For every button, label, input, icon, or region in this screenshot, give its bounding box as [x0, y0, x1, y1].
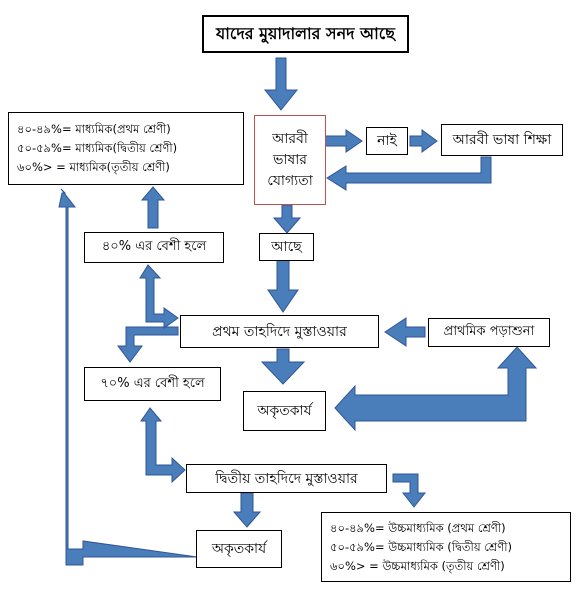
above-40-text: ৪০% এর বেশী হলে	[101, 239, 207, 254]
second-tahdid-box: দ্বিতীয় তাহদিদে মুস্তাওয়ার	[186, 464, 387, 493]
arrow-second-to-grades	[392, 473, 427, 508]
arrow-ability-to-no	[324, 129, 363, 153]
above-40-box: ৪০% এর বেশী হলে	[84, 232, 224, 263]
arrow-above40-to-grades	[140, 186, 166, 229]
arrow-yes-to-first	[267, 257, 299, 313]
higher-secondary-grade-1: ৪০-৪৯%= উচ্চমাধ্যমিক (প্রথম শ্রেণী)	[330, 520, 506, 535]
yes-text: আছে	[271, 239, 302, 255]
above-70-text: ৭০% এর বেশী হলে	[100, 375, 205, 391]
title-text: যাদের মুয়াদালার সনদ আছে	[216, 23, 395, 43]
arabic-ability-line-1: আরবী	[272, 130, 308, 147]
failed-text-2: অকৃতকার্য	[211, 541, 267, 557]
arrow-first-to-failed	[260, 348, 306, 385]
arrow-no-to-learning	[409, 129, 438, 153]
secondary-grade-2: ৫০-৫৯%= মাধ্যমিক(দ্বিতীয় শ্রেণী)	[17, 141, 178, 155]
arrow-ability-to-yes	[272, 204, 302, 234]
arrow-first-to-above70	[117, 326, 179, 363]
primary-study-box: প্রাথমিক পড়াশুনা	[428, 318, 550, 347]
secondary-grades-box: ৪০-৪৯%= মাধ্যমিক(প্রথম শ্রেণী) ৫০-৫৯%= ম…	[8, 112, 244, 185]
secondary-grade-1: ৪০-৪৯%= মাধ্যমিক(প্রথম শ্রেণী)	[17, 122, 171, 136]
secondary-grade-3: ৬০%> = মাধ্যমিক(তৃতীয় শ্রেণী)	[17, 160, 170, 174]
arrow-primary-to-first	[384, 317, 426, 347]
title-box: যাদের মুয়াদালার সনদ আছে	[202, 15, 409, 53]
arrow-failed2-to-grades	[58, 188, 198, 566]
first-tahdid-text: প্রথম তাহদিদে মুস্তাওয়ার	[212, 323, 347, 340]
above-70-box: ৭০% এর বেশী হলে	[84, 367, 221, 401]
arabic-ability-line-2: ভাষার	[273, 151, 307, 168]
first-tahdid-box: প্রথম তাহদিদে মুস্তাওয়ার	[180, 315, 379, 348]
arrow-above40-to-first	[139, 264, 179, 329]
second-tahdid-text: দ্বিতীয় তাহদিদে মুস্তাওয়ার	[215, 470, 358, 487]
arabic-ability-box: আরবী ভাষার যোগ্যতা	[254, 115, 326, 205]
no-box: নাই	[366, 127, 408, 155]
arrow-title-to-ability	[263, 57, 299, 111]
arrow-above70-to-second	[140, 407, 186, 484]
primary-study-text: প্রাথমিক পড়াশুনা	[443, 324, 535, 339]
arabic-ability-line-3: যোগ্যতা	[267, 172, 313, 189]
failed-text-1: অকৃতকার্য	[257, 403, 312, 419]
failed-box-1: অকৃতকার্য	[243, 391, 326, 431]
arabic-learning-box: আরবী ভাষা শিক্ষা	[441, 124, 563, 156]
arrow-learning-to-ability	[326, 156, 492, 191]
failed-box-2: অকৃতকার্য	[196, 530, 282, 568]
higher-secondary-grades-box: ৪০-৪৯%= উচ্চমাধ্যমিক (প্রথম শ্রেণী) ৫০-৫…	[321, 512, 571, 582]
higher-secondary-grade-3: ৬০%> = উচ্চমাধ্যমিক (তৃতীয় শ্রেণী)	[330, 558, 505, 573]
arrow-failed-to-primary	[334, 346, 538, 432]
higher-secondary-grade-2: ৫০-৫৯%= উচ্চমাধ্যমিক (দ্বিতীয় শ্রেণী)	[330, 539, 513, 554]
no-text: নাই	[377, 133, 397, 149]
arrow-second-to-failed	[232, 492, 262, 528]
arabic-learning-text: আরবী ভাষা শিক্ষা	[452, 132, 552, 148]
yes-box: আছে	[259, 233, 314, 261]
